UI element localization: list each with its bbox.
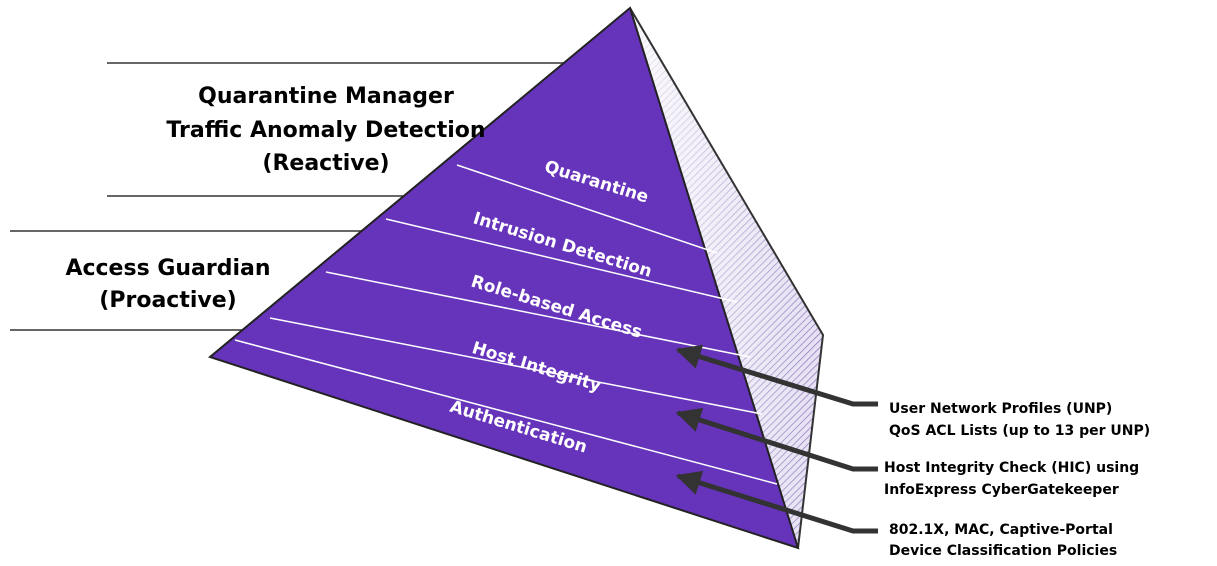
layer-separator-3 bbox=[325, 271, 751, 358]
layer-separator-2 bbox=[385, 218, 738, 303]
layer-separator-5 bbox=[234, 339, 778, 485]
layer-separator-1 bbox=[456, 164, 718, 254]
callout-arrow-hic bbox=[675, 407, 878, 472]
left-group-proactive-line-2: (Proactive) bbox=[99, 288, 236, 313]
callout-hic-line-1: Host Integrity Check (HIC) using bbox=[884, 460, 1139, 476]
callout-unp-line-2: QoS ACL Lists (up to 13 per UNP) bbox=[889, 423, 1150, 439]
left-group-reactive-line-3: (Reactive) bbox=[262, 151, 389, 176]
pyramid-front-face bbox=[207, 6, 800, 550]
callout-arrow-authentication bbox=[675, 470, 878, 534]
pyramid-side-face-highlight bbox=[630, 8, 823, 548]
left-group-reactive-line-1: Quarantine Manager bbox=[198, 84, 454, 109]
left-group-proactive-line-1: Access Guardian bbox=[65, 256, 270, 281]
pyramid-side-edge bbox=[629, 7, 825, 549]
left-group-reactive-line-2: Traffic Anomaly Detection bbox=[166, 118, 485, 143]
callout-auth-line-1: 802.1X, MAC, Captive-Portal bbox=[889, 522, 1113, 538]
callout-unp-line-1: User Network Profiles (UNP) bbox=[889, 401, 1112, 417]
callout-arrow-unp bbox=[675, 344, 878, 407]
callout-auth-line-2: Device Classification Policies bbox=[889, 543, 1117, 559]
layer-separator-4 bbox=[269, 317, 763, 415]
callout-hic-line-2: InfoExpress CyberGatekeeper bbox=[884, 482, 1119, 498]
